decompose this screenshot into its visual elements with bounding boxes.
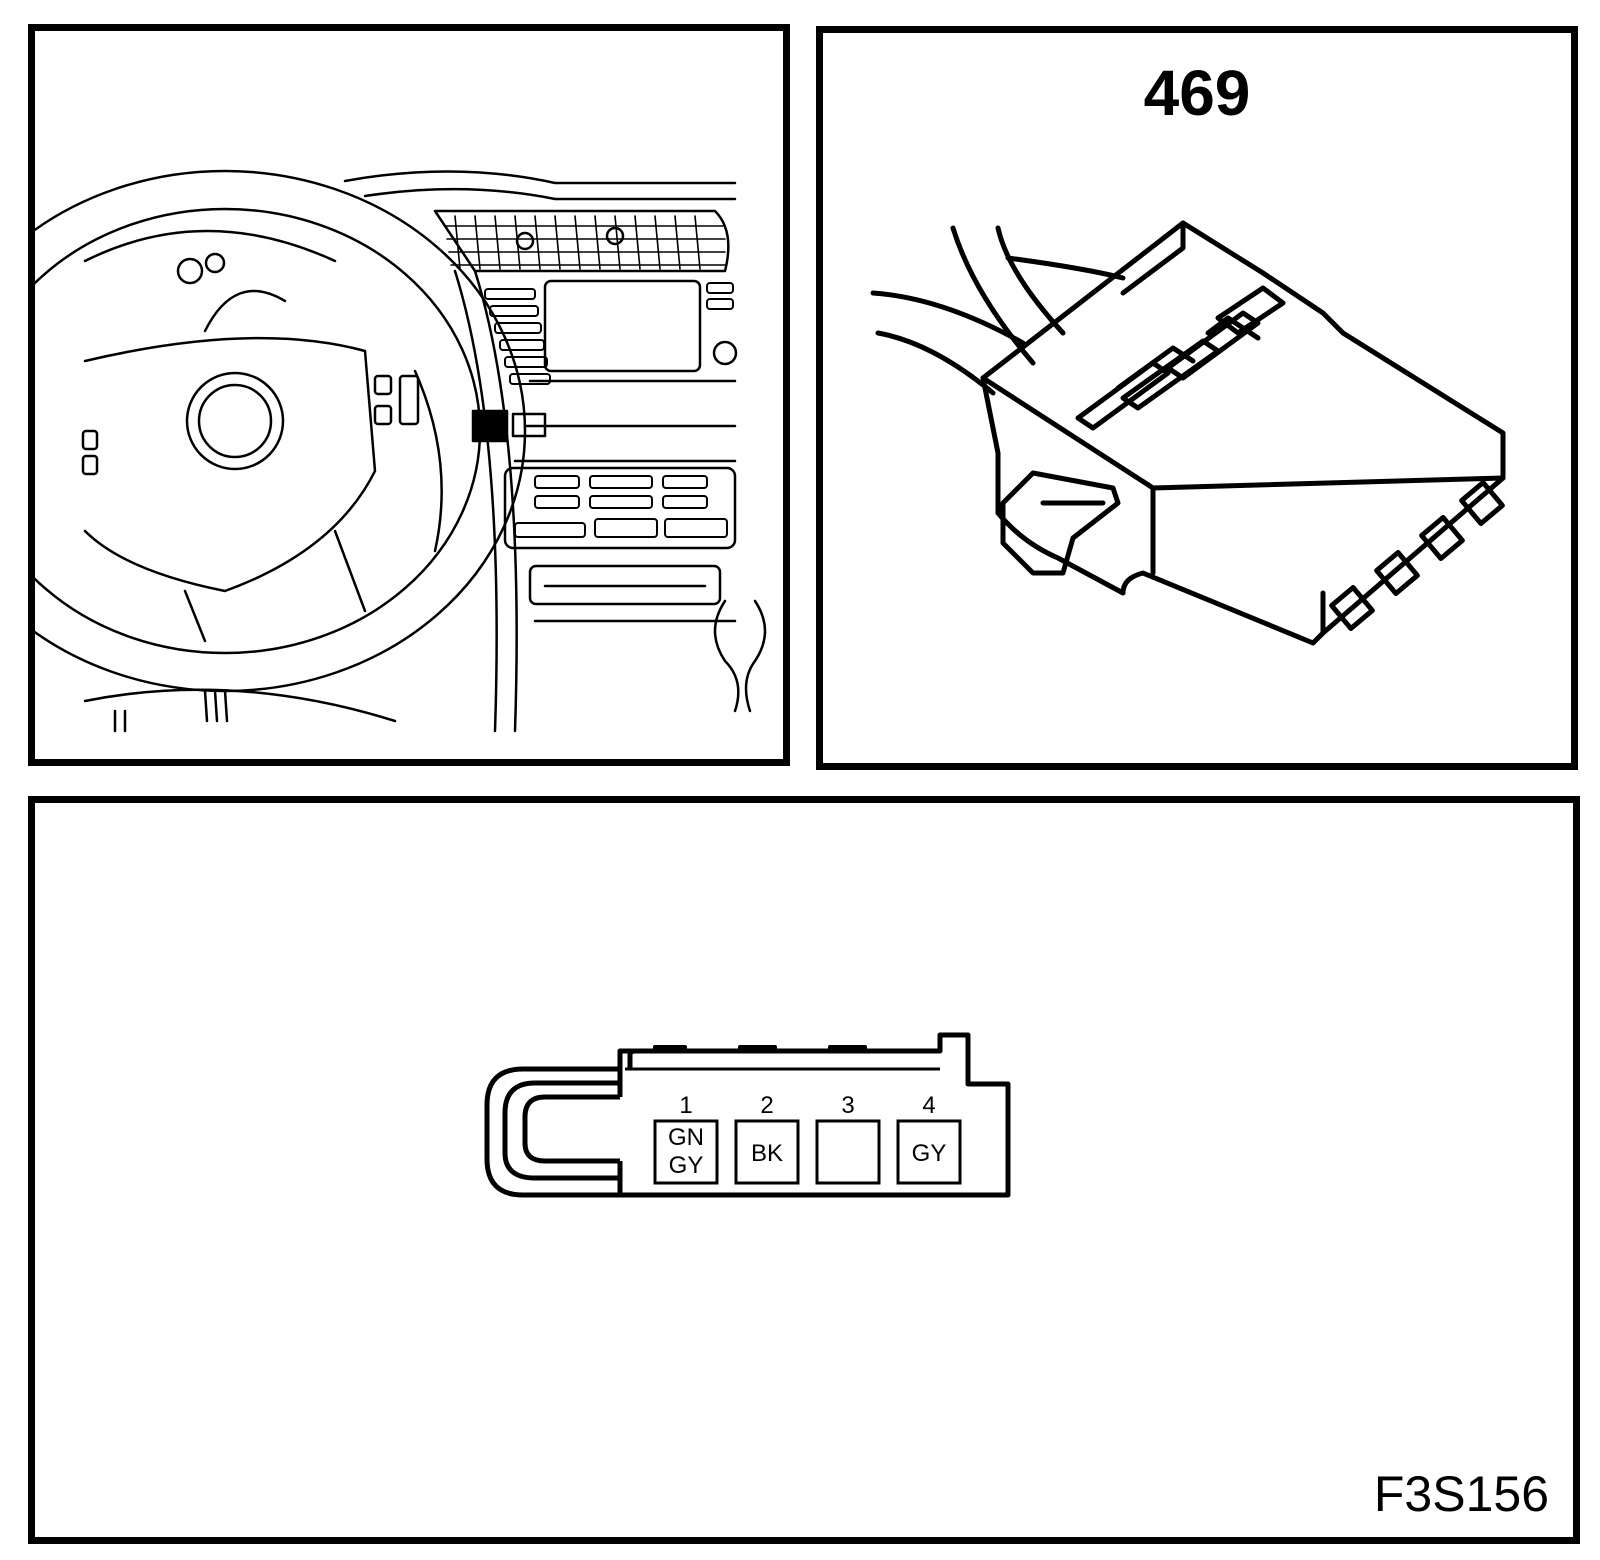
connector-housing [484,1032,1011,1198]
connector-number: 469 [1143,57,1251,129]
pin-cavity [896,1119,962,1185]
center-display [543,279,702,373]
pin-number: 2 [760,1092,773,1119]
wire [875,330,996,396]
pin-number: 3 [841,1092,854,1119]
connector-body [980,220,1506,646]
dashboard-illustration [35,169,767,733]
pin-cavity [734,1119,800,1185]
location-panel [28,24,790,766]
climate-panel [503,466,737,550]
airbag-hub [83,336,377,593]
figure-code: F3S156 [1373,1466,1549,1522]
pin-wire-color: BK [751,1140,783,1167]
connector-latch [1000,470,1121,576]
connector-illustration [870,220,1506,646]
steering-hub-circle [185,371,285,471]
pin-wire-color: GY [912,1140,947,1167]
pin-cavity [653,1119,719,1185]
wire [1005,255,1126,281]
pin-wire-color: GN [668,1124,704,1151]
pin-wire-color: GY [669,1152,704,1179]
pin-cavity [815,1119,881,1185]
pin-number: 1 [679,1092,692,1119]
wire [870,290,1026,346]
switch-location-marker [471,409,509,443]
pin-number: 4 [922,1092,935,1119]
connector-panel: 469 [816,26,1578,770]
steering-wheel-rim [35,169,527,693]
wire [995,225,1066,336]
